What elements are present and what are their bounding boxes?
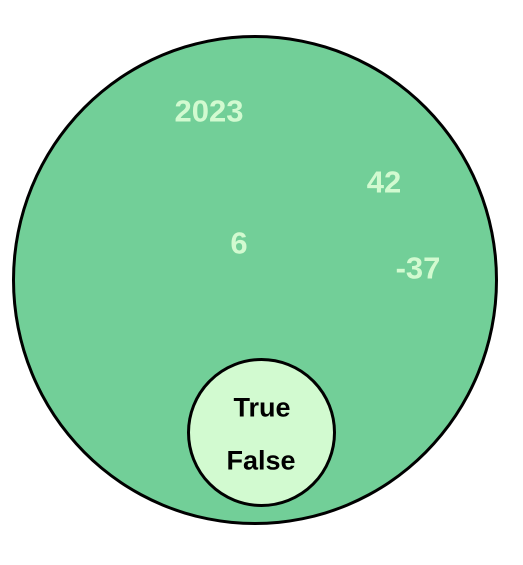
inner-item-false: False (226, 445, 296, 476)
inner-set-circle (187, 358, 336, 507)
inner-item-true: True (233, 392, 291, 423)
outer-item-minus-37: -37 (395, 250, 441, 286)
outer-item-6: 6 (230, 225, 248, 261)
outer-item-42: 42 (366, 164, 402, 200)
outer-item-2023: 2023 (174, 93, 244, 129)
